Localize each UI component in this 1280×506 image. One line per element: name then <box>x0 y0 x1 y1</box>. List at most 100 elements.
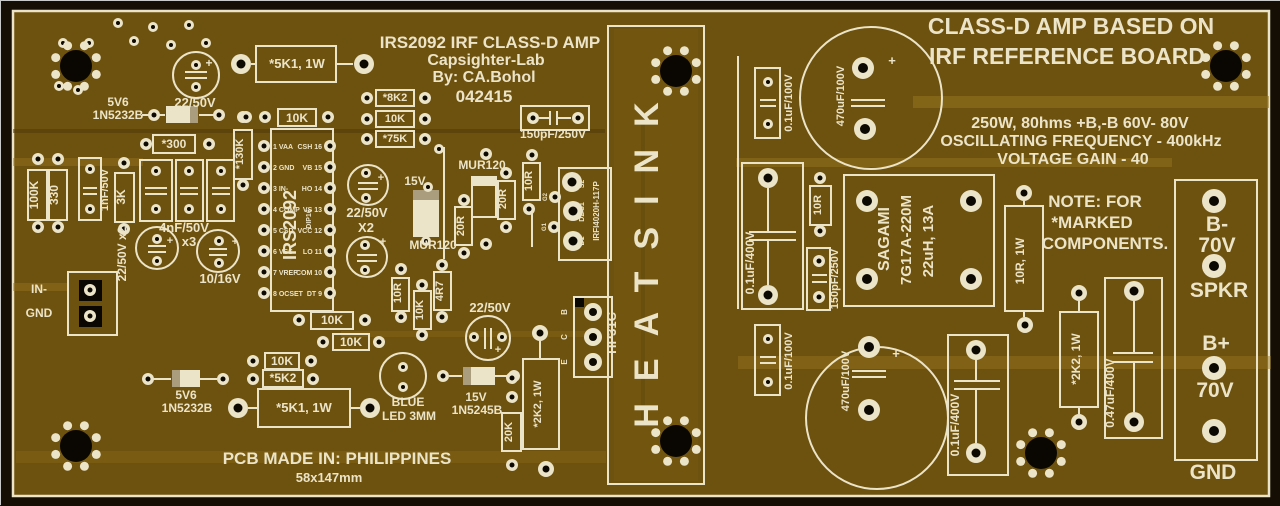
pad-hole <box>575 115 581 121</box>
mounting-hole-petal <box>663 46 673 56</box>
mounting-hole-petal <box>79 461 89 471</box>
silkscreen-text: OSCILLATING FREQUENCY - 400kHz <box>940 133 1221 150</box>
component-outline <box>262 369 304 388</box>
silkscreen-text: LED 3MM <box>382 409 436 423</box>
pad-hole <box>76 88 80 92</box>
component-outline <box>277 108 317 127</box>
silkscreen-text: *5K2 <box>270 371 297 385</box>
pad-hole <box>57 84 61 88</box>
silkscreen-text: Capsighter-Lab <box>427 52 545 69</box>
silkscreen-text: 10K <box>286 111 308 125</box>
component-outline-circle <box>135 226 179 270</box>
pad-hole <box>261 143 267 149</box>
mounting-hole-petal <box>79 81 89 91</box>
silkscreen-text: 4 COMP <box>273 207 300 214</box>
pad-hole <box>327 227 333 233</box>
pad-hole <box>816 294 822 300</box>
mounting-hole-petal <box>79 421 89 431</box>
silkscreen-text: x3 <box>182 234 196 249</box>
mounting-hole-petal <box>691 74 701 84</box>
pad-hole <box>509 462 515 468</box>
silkscreen-text: G2 <box>543 192 549 201</box>
component-outline <box>433 271 452 311</box>
pad-hole <box>364 136 370 142</box>
silkscreen-text: + <box>205 56 212 70</box>
silkscreen-text: 20K <box>503 422 515 442</box>
silkscreen-text: 10R, 1W <box>1013 237 1027 284</box>
component-outline <box>522 162 541 201</box>
copper-trace <box>913 96 1269 108</box>
silkscreen-text: + <box>380 236 386 248</box>
component-body <box>472 177 496 186</box>
silkscreen-text: 470uF/100V <box>835 65 847 126</box>
silkscreen-text: MUR120 <box>409 238 457 252</box>
mounting-hole-petal <box>691 428 701 438</box>
silkscreen-text: TIP31C <box>604 311 619 356</box>
component-outline <box>375 130 415 148</box>
silkscreen-text: CLASS-D AMP BASED ON <box>928 13 1214 39</box>
mounting-hole-petal <box>679 456 689 466</box>
pad-hole <box>1021 321 1029 329</box>
pad-hole <box>461 250 467 256</box>
silkscreen-text: IRS2092 <box>280 190 300 260</box>
pad-hole <box>363 268 367 272</box>
pad-hole <box>437 147 441 151</box>
pad-hole <box>461 197 467 203</box>
pad-hole <box>35 156 41 162</box>
copper-trace <box>736 158 1172 167</box>
pad-hole <box>817 175 823 181</box>
pad-hole <box>364 196 368 200</box>
silkscreen-text: 0.47uF/400V <box>1103 358 1117 427</box>
pad-hole <box>194 85 198 89</box>
pad-hole <box>325 114 331 120</box>
silkscreen-text: IN- <box>31 282 47 296</box>
pad-hole <box>552 194 558 200</box>
mounting-hole-petal <box>51 449 61 459</box>
silkscreen-text: GND <box>1190 461 1237 484</box>
pad-hole <box>151 25 155 29</box>
silkscreen-text: 58x147mm <box>296 470 363 485</box>
pad-hole <box>864 342 874 352</box>
silkscreen-text: COMPONENTS. <box>1042 234 1169 253</box>
pad-hole <box>500 335 504 339</box>
pad-hole <box>439 314 445 320</box>
pad-hole <box>766 122 770 126</box>
pad-hole <box>88 167 92 171</box>
pad-hole <box>143 141 149 147</box>
silkscreen-text: 0.1uF/400V <box>743 232 757 295</box>
pad-hole <box>236 59 246 69</box>
pad-hole <box>1209 363 1219 373</box>
component-outline <box>139 159 173 222</box>
silkscreen-text: *5K1, 1W <box>276 400 332 415</box>
component-outline <box>375 110 415 128</box>
component-outline <box>454 206 473 246</box>
silkscreen-text: 22uH, 13A <box>920 205 937 278</box>
pad-hole <box>155 237 159 241</box>
pad-hole <box>151 112 157 118</box>
pad-hole <box>359 59 369 69</box>
silkscreen-text: IRF REFERENCE BOARD <box>929 43 1205 69</box>
component-outline <box>67 271 118 336</box>
copper-trace <box>13 129 605 133</box>
pad-hole <box>55 156 61 162</box>
component-body <box>172 370 180 387</box>
silkscreen-text: MUR120 <box>458 158 506 172</box>
pad-hole <box>440 373 446 379</box>
silkscreen-text: C <box>560 334 569 340</box>
component-outline <box>375 89 415 107</box>
copper-trace <box>641 121 645 421</box>
silkscreen-text: 5V6 <box>107 95 129 109</box>
silkscreen-text: CSH 16 <box>297 144 322 151</box>
silkscreen-text: B <box>560 309 569 315</box>
component-outline <box>175 159 204 222</box>
component-outline <box>947 334 1009 476</box>
mounting-hole-petal <box>91 53 101 63</box>
component-outline <box>206 159 235 222</box>
component-outline <box>607 25 705 485</box>
pad-hole <box>401 385 405 389</box>
pad-hole <box>536 329 544 337</box>
mounting-hole <box>60 50 92 82</box>
pad-hole <box>121 160 127 166</box>
silkscreen-text: 150pF/250V <box>829 248 841 309</box>
component-outline-circle <box>379 352 427 400</box>
